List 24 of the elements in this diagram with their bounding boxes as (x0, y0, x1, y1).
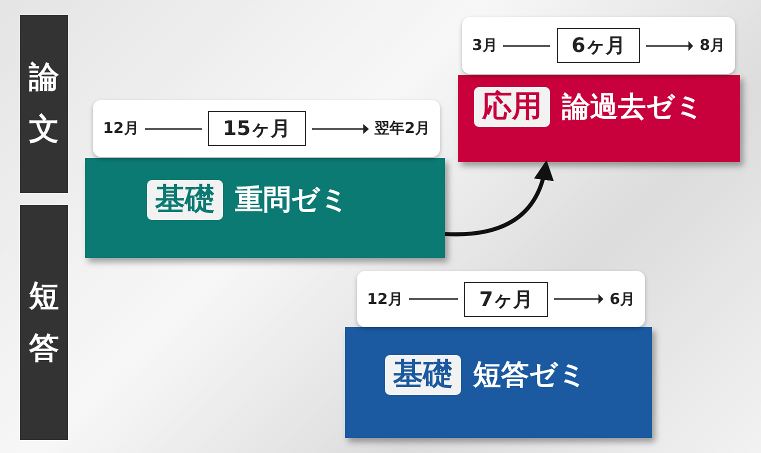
start-month: 3月 (472, 36, 498, 55)
end-month: 8月 (700, 36, 726, 55)
start-month: 12月 (367, 290, 403, 308)
timeline-bar (357, 271, 645, 327)
level-badge: 応用 (474, 87, 550, 127)
end-month: 6月 (610, 290, 636, 308)
timeline-bar (462, 17, 735, 74)
course-card (345, 327, 652, 438)
start-month: 12月 (103, 119, 139, 138)
level-badge: 基礎 (385, 355, 461, 395)
timeline-bar (93, 100, 440, 157)
category-band: 短答 (20, 205, 68, 440)
course-title: 論過去ゼミ (562, 89, 704, 125)
course-card (85, 158, 445, 258)
course-title: 短答ゼミ (473, 357, 587, 393)
arrow (444, 160, 553, 236)
duration-box: 6ヶ月 (556, 28, 640, 63)
level-badge: 基礎 (147, 180, 223, 220)
course-title: 重問ゼミ (235, 182, 349, 218)
category-band: 論文 (20, 15, 68, 193)
duration-box: 7ヶ月 (464, 282, 548, 316)
duration-box: 15ヶ月 (208, 111, 306, 146)
course-card (458, 75, 740, 162)
end-month: 翌年2月 (374, 119, 430, 138)
